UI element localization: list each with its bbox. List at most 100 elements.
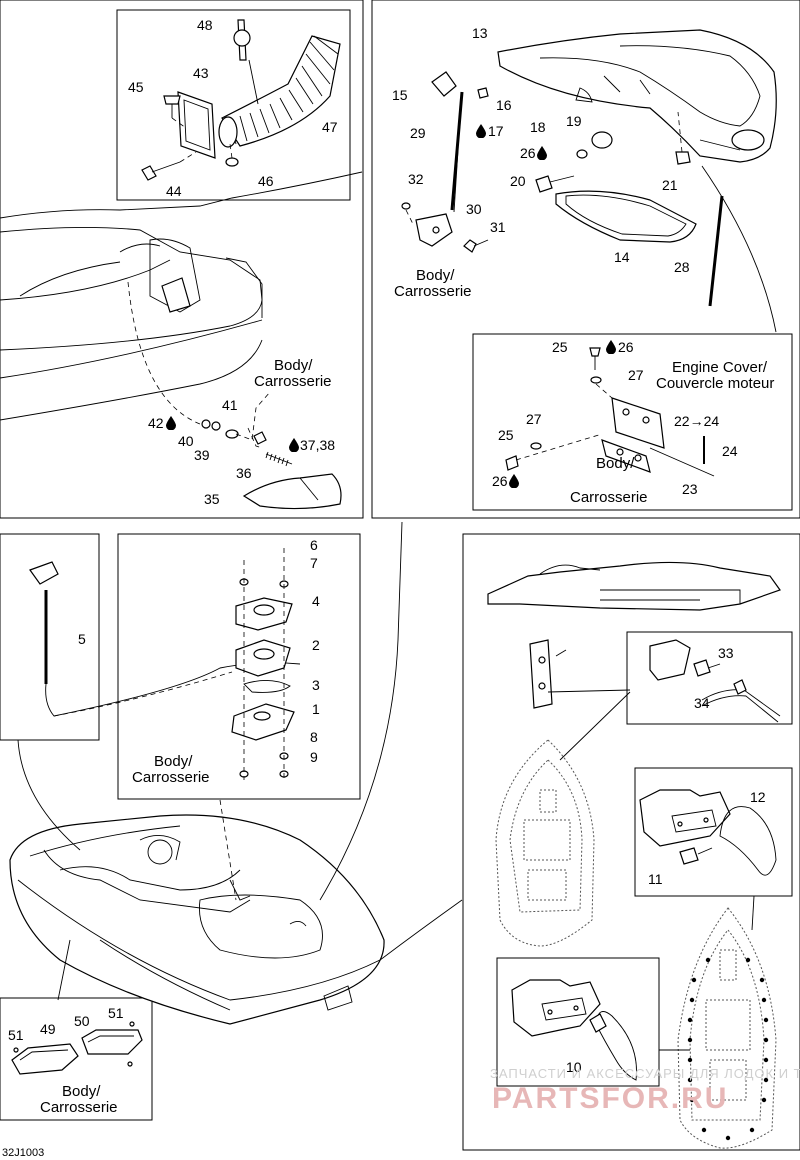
tie-inset-right <box>639 789 777 876</box>
callout-26: 26 <box>618 339 634 355</box>
callout-11: 11 <box>648 871 663 887</box>
sealant-drop-icon <box>509 474 519 488</box>
connector-lines <box>379 165 777 961</box>
panel-clip-inset <box>626 631 793 725</box>
dipstick <box>29 561 301 717</box>
panel-tie-inset-left <box>496 957 660 1087</box>
diagram-id: 32J1003 <box>2 1147 44 1159</box>
boat-overview <box>9 521 403 1025</box>
callout-4: 4 <box>312 593 320 609</box>
panel-hinge-inset <box>472 333 793 511</box>
callout-37-38: 37,38 <box>300 437 335 453</box>
callout-2: 2 <box>312 637 320 653</box>
sealant-drop-icon <box>289 438 299 452</box>
callout-17: 17 <box>488 123 504 139</box>
body-label-en: Body/ <box>154 753 193 770</box>
hull-plan-upper <box>495 691 631 947</box>
body-label-en: Body/ <box>274 357 313 374</box>
body-label-fr: Carrosserie <box>132 769 210 786</box>
callout-28: 28 <box>674 259 690 275</box>
callout-9: 9 <box>310 749 318 765</box>
watermark-line1: ЗАПЧАСТИ И АКСЕССУАРЫ ДЛЯ ЛОДОК И ТЕХНИК… <box>490 1066 800 1081</box>
body-label-en: Body/ <box>596 455 635 472</box>
callout-15: 15 <box>392 87 408 103</box>
body-label-en: Body/ <box>416 267 455 284</box>
callout-35: 35 <box>204 491 220 507</box>
callout-21: 21 <box>662 177 678 193</box>
panel-tie-inset-right <box>634 767 793 897</box>
sealant-drop-icon <box>166 416 176 430</box>
body-label-en: Body/ <box>62 1083 101 1100</box>
panel-fill-neck <box>117 533 361 800</box>
callout-36: 36 <box>236 465 252 481</box>
storage-trays <box>11 1021 143 1075</box>
panel-dipstick <box>0 533 100 741</box>
callout-50: 50 <box>74 1013 90 1029</box>
tie-inset-left <box>511 979 637 1081</box>
fill-neck-assembly <box>231 548 295 780</box>
panel-storage-trays <box>0 997 153 1121</box>
callout-13: 13 <box>472 25 488 41</box>
callout-44: 44 <box>166 183 182 199</box>
callout-39: 39 <box>194 447 210 463</box>
callout-7: 7 <box>310 555 318 571</box>
callout-32: 32 <box>408 171 424 187</box>
callout-45: 45 <box>128 79 144 95</box>
panel-top-right <box>371 0 800 519</box>
callout-1: 1 <box>312 701 320 717</box>
panel-ventilation-inset <box>116 9 351 201</box>
callout-10: 10 <box>566 1059 582 1075</box>
engine-cover-label-en: Engine Cover/ <box>672 359 768 376</box>
callout-42: 42 <box>148 415 164 431</box>
callout-29: 29 <box>410 125 426 141</box>
watermark: ЗАПЧАСТИ И АКСЕССУАРЫ ДЛЯ ЛОДОК И ТЕХНИК… <box>490 1066 800 1115</box>
engine-cover-label-fr: Couvercle moteur <box>656 375 774 392</box>
seat-body-view <box>0 171 363 421</box>
hull-plan-lower <box>659 895 777 1149</box>
callout-47: 47 <box>322 119 338 135</box>
callout-25: 25 <box>552 339 568 355</box>
callout-8: 8 <box>310 729 318 745</box>
clip-and-tie <box>649 639 781 723</box>
hull-side-view <box>487 561 781 709</box>
callout-27: 27 <box>628 367 644 383</box>
callout-46: 46 <box>258 173 274 189</box>
body-label-fr: Carrosserie <box>40 1099 118 1116</box>
callout-40: 40 <box>178 433 194 449</box>
callout-26: 26 <box>492 473 508 489</box>
callout-30: 30 <box>466 201 482 217</box>
callout-34: 34 <box>694 695 710 711</box>
callout-43: 43 <box>193 65 209 81</box>
seat-fastener-parts <box>127 281 342 510</box>
callout-23: 23 <box>682 481 698 497</box>
callout-51: 51 <box>108 1005 124 1021</box>
callout-16: 16 <box>496 97 512 113</box>
callout-19: 19 <box>566 113 582 129</box>
engine-cover-hinge <box>505 347 715 477</box>
sealant-drop-icon <box>606 340 616 354</box>
watermark-logo: PARTSFOR.RU <box>492 1082 728 1115</box>
callout-48: 48 <box>197 17 213 33</box>
part-callouts: 48 43 45 47 46 44 41 42 40 39 37,38 36 3… <box>2 17 774 1159</box>
callout-24: 24 <box>722 443 738 459</box>
callout-22-24: 22→24 <box>674 413 719 429</box>
callout-49: 49 <box>40 1021 56 1037</box>
panel-top-left <box>0 0 364 519</box>
callout-3: 3 <box>312 677 320 693</box>
callout-20: 20 <box>510 173 526 189</box>
callout-6: 6 <box>310 537 318 553</box>
callout-33: 33 <box>718 645 734 661</box>
body-label-fr: Carrosserie <box>394 283 472 300</box>
callout-26: 26 <box>520 145 536 161</box>
callout-12: 12 <box>750 789 766 805</box>
panel-bottom-right <box>462 533 800 1151</box>
ventilation-hose-assembly <box>141 19 341 181</box>
body-label-fr: Carrosserie <box>570 489 648 506</box>
callout-51: 51 <box>8 1027 24 1043</box>
engine-cover-assembly <box>401 29 777 307</box>
callout-27: 27 <box>526 411 542 427</box>
callout-41: 41 <box>222 397 238 413</box>
callout-25: 25 <box>498 427 514 443</box>
callout-18: 18 <box>530 119 546 135</box>
